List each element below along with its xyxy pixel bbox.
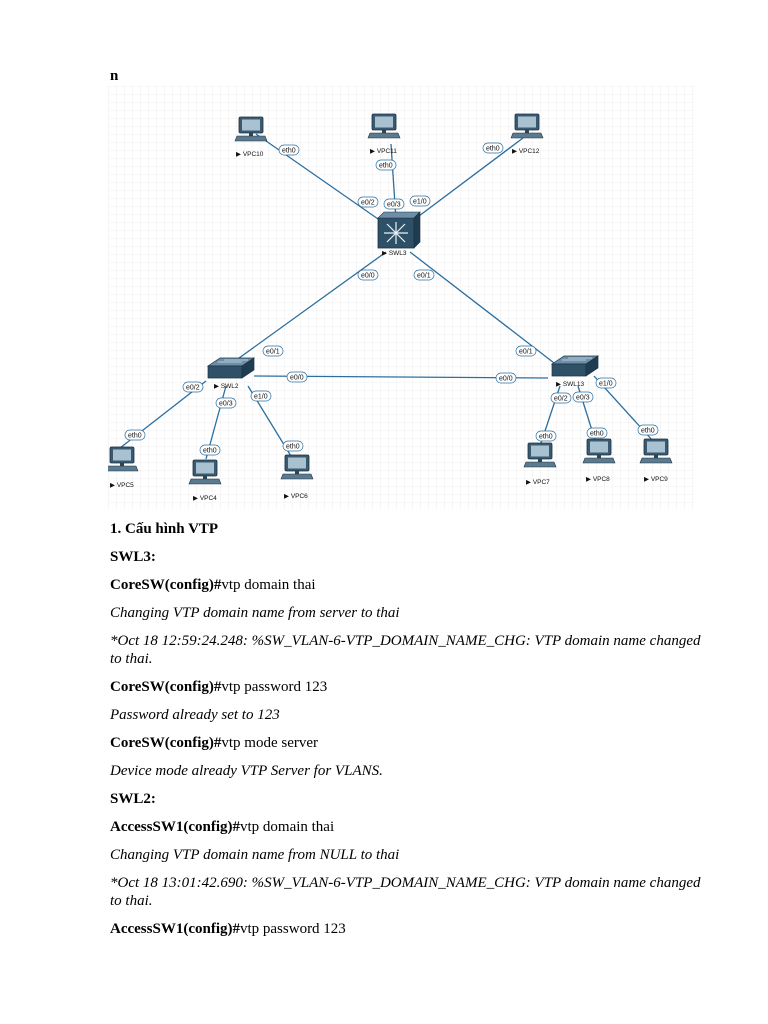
swl3-label: ▶ SWL3 [382,250,407,257]
prompt: AccessSW1(config)# [110,921,240,937]
vpc11-icon[interactable] [367,113,401,139]
vpc4-label: ▶ VPC4 [193,495,217,502]
port-label: e0/2 [186,385,200,392]
prompt: CoreSW(config)# [110,679,222,695]
command-line: AccessSW1(config)#vtp domain thai [110,818,710,836]
vpc7-label: ▶ VPC7 [526,479,550,486]
vpc10-label: ▶ VPC10 [236,151,264,158]
port-label: e1/0 [254,394,268,401]
command: vtp password 123 [239,921,346,937]
command-line: CoreSW(config)#vtp domain thai [110,576,710,594]
port-label: e0/0 [290,375,304,382]
prompt: CoreSW(config)# [110,577,222,593]
command: vtp mode server [221,735,319,751]
command-line: CoreSW(config)#vtp password 123 [110,678,710,696]
vpc6-icon[interactable] [280,454,314,480]
vpc11-label: ▶ VPC11 [370,148,397,155]
port-label: e0/0 [499,376,513,383]
command-line: AccessSW1(config)#vtp password 123 [110,920,710,938]
command-line: CoreSW(config)#vtp mode server [110,734,710,752]
command: vtp password 123 [221,679,328,695]
command-output: Device mode already VTP Server for VLANS… [110,763,383,779]
port-labels: eth0 eth0 eth0 e0/2 e0/3 e1/0 e0/0 e0/1 … [124,142,659,456]
swl13-label: ▶ SWL13 [556,381,585,388]
swl3-icon[interactable] [377,211,421,249]
swl2-icon[interactable] [207,357,255,379]
port-label: eth0 [203,448,217,455]
port-label: e1/0 [599,381,613,388]
port-label: eth0 [641,428,655,435]
port-label: e0/3 [576,395,590,402]
port-label: e0/1 [266,349,280,356]
log-message: *Oct 18 13:01:42.690: %SW_VLAN-6-VTP_DOM… [110,875,701,909]
swl2-label: ▶ SWL2 [214,383,239,390]
swl13-icon[interactable] [551,355,599,377]
vpc5-icon[interactable] [108,446,139,472]
link-swl3-vpc10 [255,133,392,229]
vpc6-label: ▶ VPC6 [284,493,308,500]
port-label: e0/3 [387,202,401,209]
command: vtp domain thai [221,577,316,593]
port-label: eth0 [539,434,553,441]
port-label: e0/3 [219,401,233,408]
command-output: Password already set to 123 [110,707,280,723]
command-output: Changing VTP domain name from server to … [110,605,400,621]
swl2-heading: SWL2: [110,791,156,807]
vpc9-label: ▶ VPC9 [644,476,668,483]
port-label: eth0 [486,146,500,153]
port-label: eth0 [282,148,296,155]
port-label: e0/2 [361,200,375,207]
page-heading: n [110,68,119,84]
command: vtp domain thai [239,819,335,835]
vpc9-icon[interactable] [639,438,673,464]
link-swl3-vpc12 [402,137,524,229]
port-label: eth0 [128,433,142,440]
command-output: Changing VTP domain name from NULL to th… [110,847,400,863]
port-label: eth0 [590,431,604,438]
network-topology-diagram: ▶ SWL3 ▶ SWL2 ▶ SWL13 ▶ VPC10 ▶ VPC11 ▶ … [108,86,694,509]
vpc8-label: ▶ VPC8 [586,476,610,483]
port-label: eth0 [286,444,300,451]
prompt: CoreSW(config)# [110,735,222,751]
vpc12-label: ▶ VPC12 [512,148,540,155]
port-label: e0/2 [554,396,568,403]
port-label: e0/1 [519,349,533,356]
port-label: e0/1 [417,273,431,280]
port-label: e0/0 [361,273,375,280]
port-label: eth0 [379,163,393,170]
vpc4-icon[interactable] [188,459,222,485]
vpc5-label: ▶ VPC5 [110,482,134,489]
swl3-heading: SWL3: [110,549,156,565]
vpc7-icon[interactable] [523,442,557,468]
port-label: e1/0 [413,199,427,206]
vpc12-icon[interactable] [510,113,544,139]
log-message: *Oct 18 12:59:24.248: %SW_VLAN-6-VTP_DOM… [110,633,701,667]
vpc10-icon[interactable] [234,116,268,142]
config-text: 1. Cấu hình VTP SWL3: CoreSW(config)#vtp… [110,520,710,948]
section-title: 1. Cấu hình VTP [110,521,219,537]
prompt: AccessSW1(config)# [110,819,240,835]
vpc8-icon[interactable] [582,438,616,464]
